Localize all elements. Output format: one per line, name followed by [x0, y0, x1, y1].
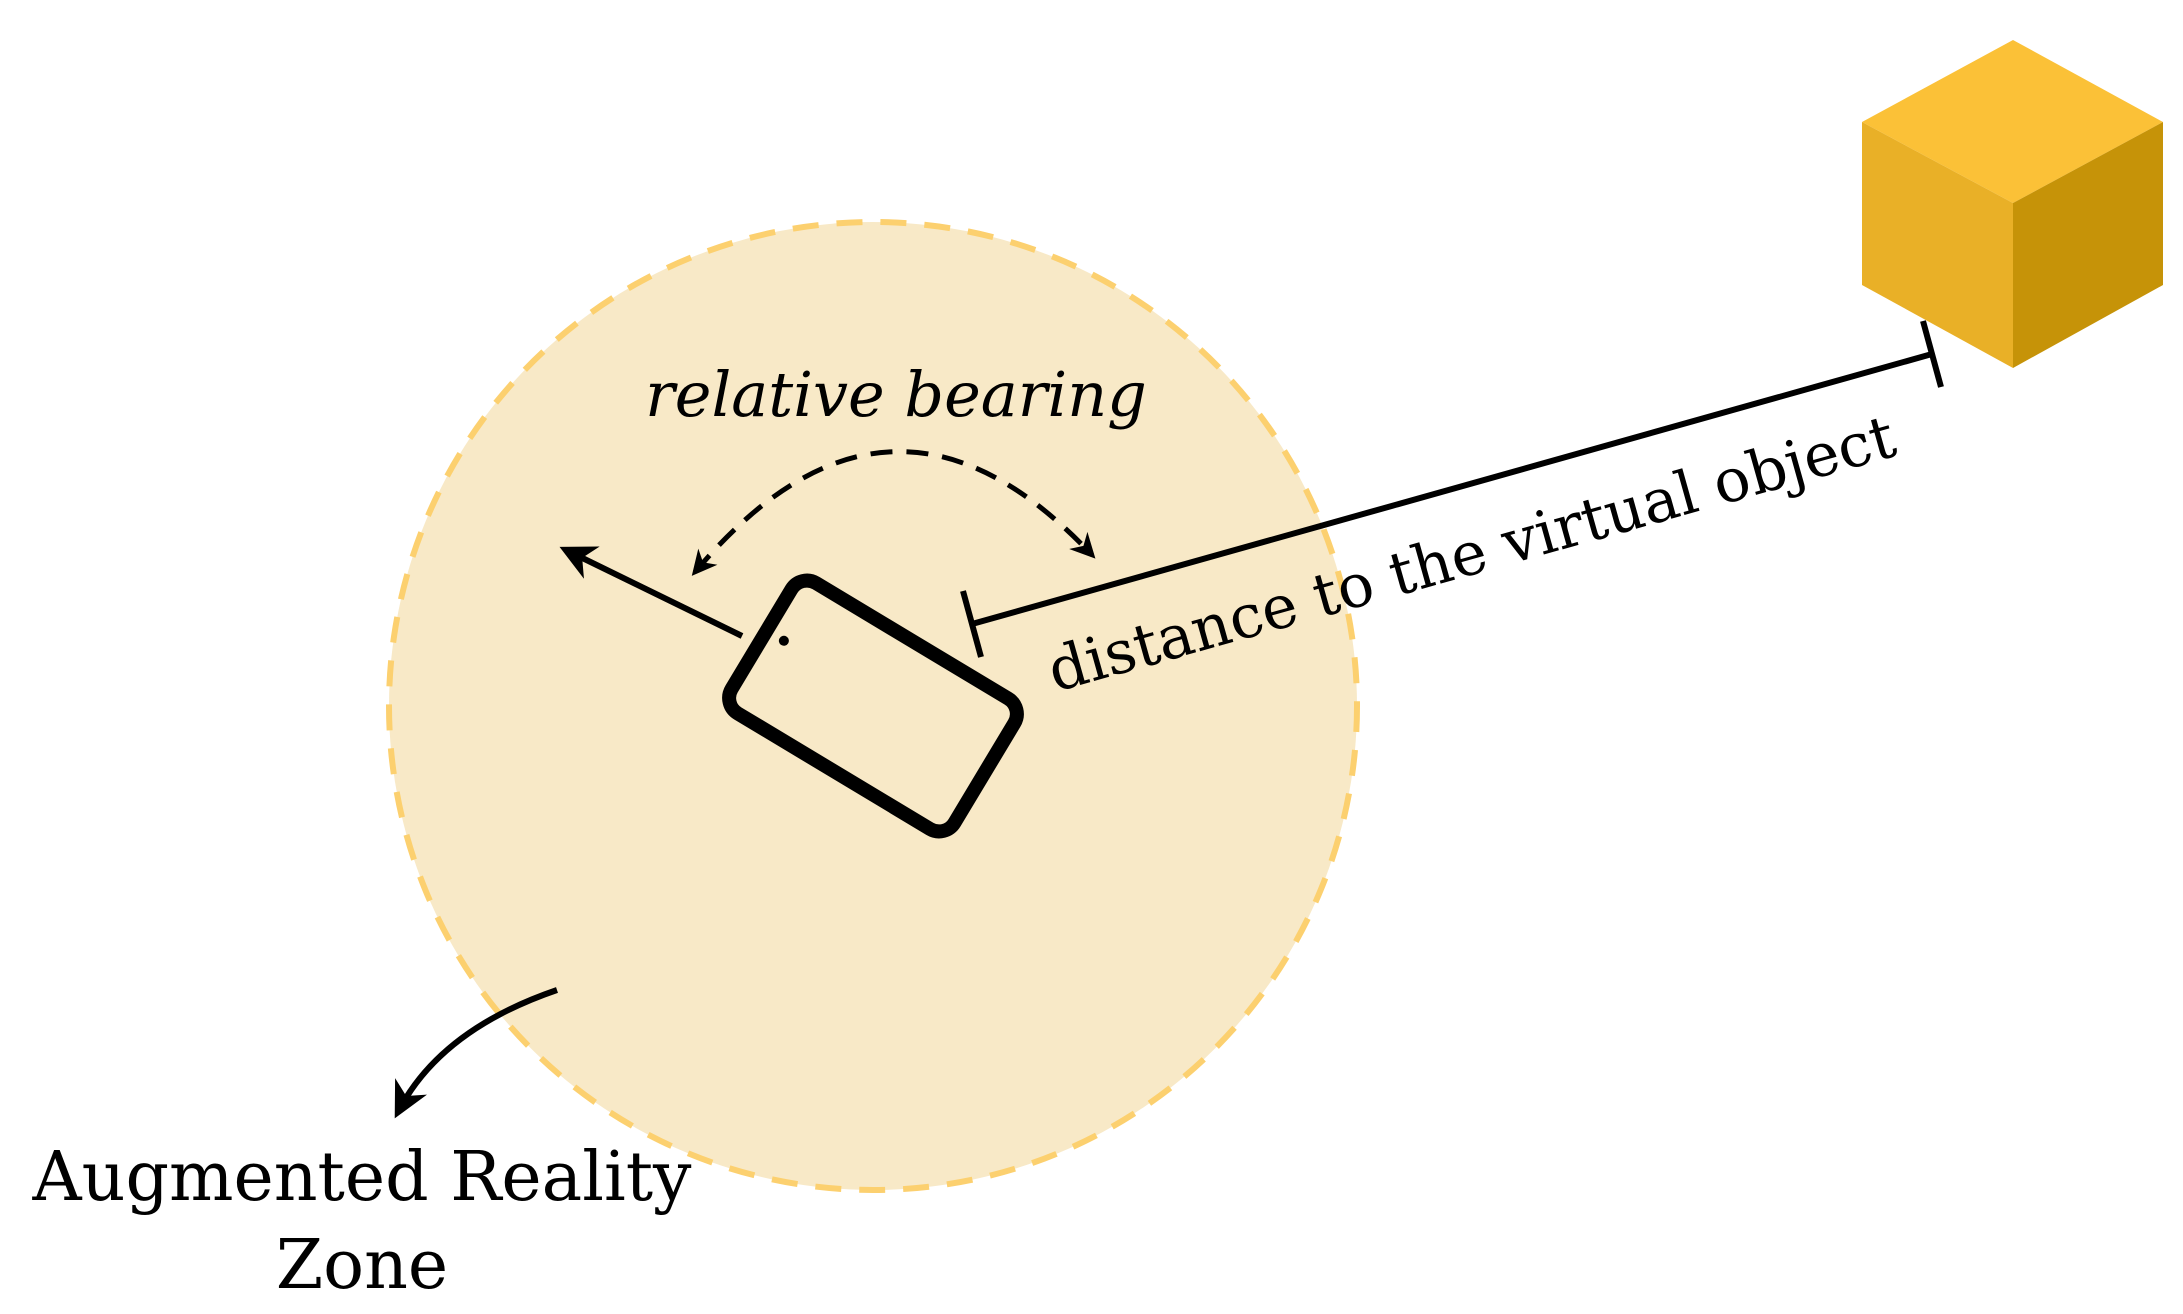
heading-arrow — [559, 546, 744, 639]
relative-bearing-label: relative bearing — [645, 358, 1147, 431]
distance-line — [960, 320, 1944, 658]
ar-zone-circle — [386, 219, 1360, 1193]
zone-label-line2: Zone — [276, 1226, 448, 1305]
relative-bearing-arc — [691, 449, 1096, 576]
zone-label-line1: Augmented Reality — [32, 1138, 692, 1217]
zone-callout-arrow — [394, 987, 558, 1119]
smartphone-icon — [722, 573, 1024, 839]
cube-icon — [1862, 40, 2163, 368]
